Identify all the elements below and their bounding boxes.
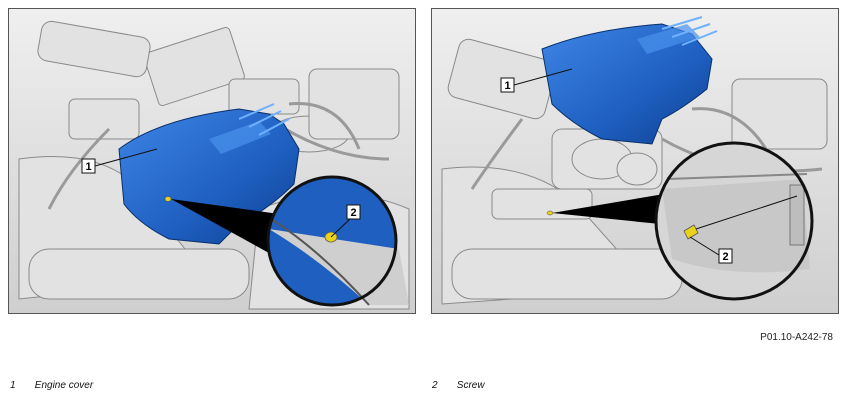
legend-item-screw: 2 Screw [432,380,485,391]
callout-2: 2 [722,251,728,263]
figure-reference-code: P01.10-A242-78 [760,332,833,343]
legend-number: 2 [432,380,438,391]
screw-location-marker [164,196,172,202]
engine-bay-illustration-installed: 1 2 [9,9,415,313]
callout-1: 1 [85,161,91,173]
engine-cover [541,16,718,145]
engine-components [441,38,828,305]
legend-number: 1 [10,380,16,391]
legend-label: Engine cover [34,380,94,391]
detail-magnifier: 2 [266,175,409,307]
legend-item-engine-cover: 1 Engine cover [10,380,93,391]
screw [683,224,699,240]
engine-cover [118,103,300,245]
legend-label: Screw [456,380,485,391]
illustration-panel-removed: 1 2 [431,8,839,314]
callout-2: 2 [350,207,356,219]
illustration-panel-installed: 1 2 [8,8,416,314]
callout-1: 1 [504,80,510,92]
engine-bay-illustration-removed: 1 2 [432,9,838,313]
detail-magnifier: 2 [654,141,814,301]
